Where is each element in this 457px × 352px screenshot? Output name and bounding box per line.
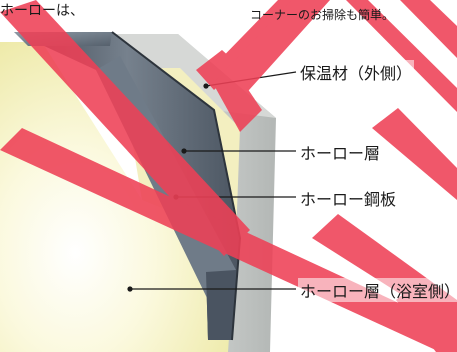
label-enamel-layer-bath: ホーロー層（浴室側） bbox=[298, 278, 457, 302]
label-insulation: 保温材（外側） bbox=[298, 60, 415, 84]
intro-text: ホーローは、 bbox=[0, 3, 84, 19]
corner-cleaning-text: コーナーのお掃除も簡単。 bbox=[250, 8, 395, 22]
label-enamel-steel: ホーロー鋼板 bbox=[298, 186, 399, 210]
label-enamel-layer: ホーロー層 bbox=[298, 140, 383, 164]
leader-lines bbox=[127, 71, 297, 292]
